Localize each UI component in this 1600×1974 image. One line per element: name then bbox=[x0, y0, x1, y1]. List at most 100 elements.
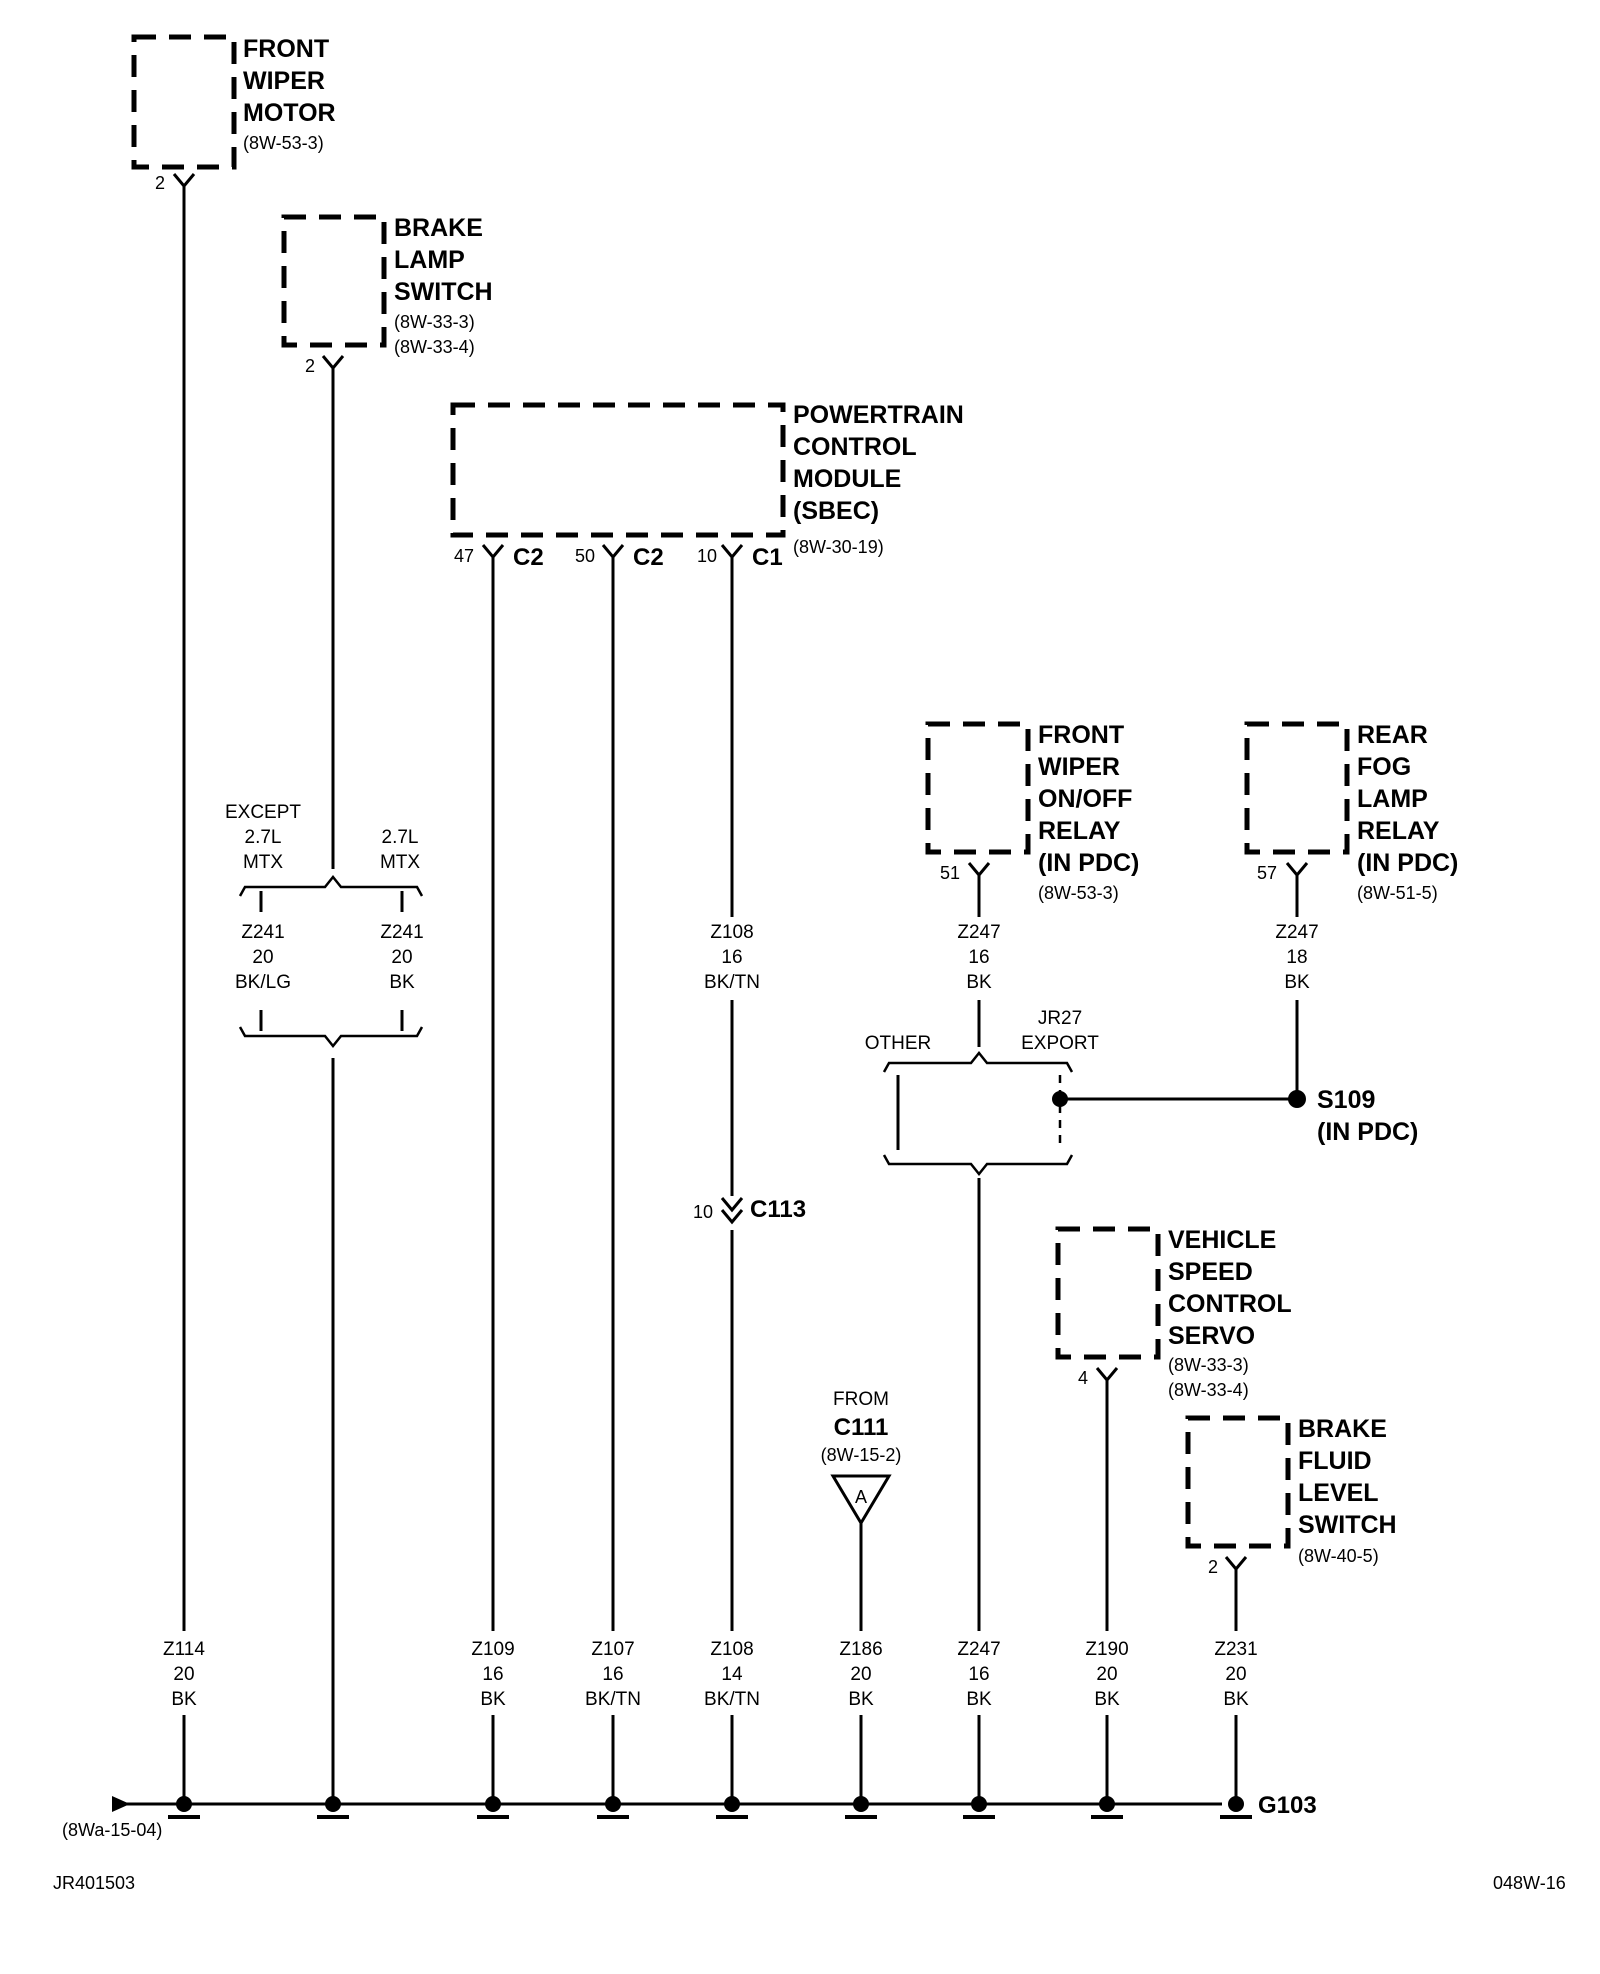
bottom-label-z108: Z108 14 BK/TN bbox=[704, 1639, 760, 1710]
bottom-z231-gauge: 20 bbox=[1225, 1664, 1246, 1685]
pcm-pin-10: 10 bbox=[697, 546, 717, 566]
ground-point-z109 bbox=[477, 1796, 509, 1819]
brake-lamp-switch-label-3: SWITCH bbox=[394, 278, 493, 306]
brake-fluid-switch-pin-symbol bbox=[1224, 1556, 1248, 1577]
brake-lamp-switch-box bbox=[281, 214, 387, 348]
speed-servo-label-3: CONTROL bbox=[1168, 1290, 1292, 1318]
bottom-label-z247: Z247 16 BK bbox=[957, 1639, 1000, 1710]
ground-point-z108 bbox=[716, 1796, 748, 1819]
bottom-z114-color: BK bbox=[171, 1689, 197, 1710]
opt-except-line3: MTX bbox=[243, 852, 283, 873]
opt-27l-line1: 2.7L bbox=[382, 827, 419, 848]
speed-servo-label-2: SPEED bbox=[1168, 1258, 1253, 1286]
ground-point-z114 bbox=[168, 1796, 200, 1819]
bottom-z247-gauge: 16 bbox=[968, 1664, 989, 1685]
pcm-pin-50: 50 bbox=[575, 546, 595, 566]
front-wiper-motor-box bbox=[131, 34, 237, 170]
rear-fog-relay-box bbox=[1244, 721, 1350, 855]
rear-fog-relay-label-4: RELAY bbox=[1357, 817, 1440, 845]
rear-fog-relay-pin-symbol bbox=[1285, 862, 1309, 883]
pcm-conn-c2-a: C2 bbox=[513, 544, 544, 571]
rear-fog-relay-ref: (8W-51-5) bbox=[1357, 883, 1438, 903]
bottom-wire-labels: Z114 20 BK Z109 16 BK Z107 16 BK/TN Z108… bbox=[163, 1639, 1258, 1710]
front-wiper-motor-pin-symbol bbox=[172, 173, 196, 195]
pcm-pin-47-symbol bbox=[481, 544, 505, 566]
ground-point-z107 bbox=[597, 1796, 629, 1819]
footer-left-id: JR401503 bbox=[53, 1873, 135, 1893]
brake-lamp-switch-label-1: BRAKE bbox=[394, 214, 483, 242]
opt-jr27: JR27 bbox=[1038, 1008, 1082, 1029]
front-wiper-relay-label-5: (IN PDC) bbox=[1038, 849, 1139, 877]
ground-point-brake bbox=[317, 1796, 349, 1819]
bottom-z108-code: Z108 bbox=[710, 1639, 753, 1660]
bottom-z190-color: BK bbox=[1094, 1689, 1120, 1710]
bottom-label-z107: Z107 16 BK/TN bbox=[585, 1639, 641, 1710]
z247-relay-gauge: 16 bbox=[968, 947, 989, 968]
front-wiper-relay-label-1: FRONT bbox=[1038, 721, 1124, 749]
z241-left-gauge: 20 bbox=[252, 947, 273, 968]
bottom-z186-color: BK bbox=[848, 1689, 874, 1710]
bottom-z190-gauge: 20 bbox=[1096, 1664, 1117, 1685]
brake-fluid-switch-label-1: BRAKE bbox=[1298, 1415, 1387, 1443]
pcm-pin-50-symbol bbox=[601, 544, 625, 566]
front-wiper-relay: FRONT WIPER ON/OFF RELAY (IN PDC) (8W-53… bbox=[925, 721, 1139, 903]
brake-fluid-switch-label-3: LEVEL bbox=[1298, 1479, 1379, 1507]
opt-other: OTHER bbox=[865, 1033, 932, 1054]
speed-servo-pin: 4 bbox=[1078, 1368, 1088, 1388]
bottom-z231-code: Z231 bbox=[1214, 1639, 1257, 1660]
c111-letter: A bbox=[855, 1487, 867, 1507]
brake-fluid-switch-pin: 2 bbox=[1208, 1557, 1218, 1577]
z108-mid-label: Z108 16 BK/TN bbox=[704, 922, 760, 993]
c113-pin: 10 bbox=[693, 1202, 713, 1222]
bottom-label-z186: Z186 20 BK bbox=[839, 1639, 882, 1710]
brake-fluid-switch-ref: (8W-40-5) bbox=[1298, 1546, 1379, 1566]
pcm-label-1: POWERTRAIN bbox=[793, 401, 964, 429]
opt-export: EXPORT bbox=[1021, 1033, 1099, 1054]
bottom-label-z190: Z190 20 BK bbox=[1085, 1639, 1128, 1710]
ground-point-g103 bbox=[1220, 1796, 1252, 1819]
c113-name: C113 bbox=[750, 1196, 806, 1223]
s109-name: S109 bbox=[1317, 1086, 1375, 1114]
bottom-z247-color: BK bbox=[966, 1689, 992, 1710]
front-wiper-relay-box bbox=[925, 721, 1031, 855]
bottom-z109-color: BK bbox=[480, 1689, 506, 1710]
from-c111-reference: FROM C111 (8W-15-2) A bbox=[821, 1389, 901, 1526]
speed-servo-pin-symbol bbox=[1095, 1367, 1119, 1388]
front-wiper-motor-pin: 2 bbox=[155, 173, 165, 193]
pcm-label-3: MODULE bbox=[793, 465, 901, 493]
front-wiper-motor-label-1: FRONT bbox=[243, 35, 329, 63]
powertrain-control-module: POWERTRAIN CONTROL MODULE (SBEC) (8W-30-… bbox=[450, 401, 964, 571]
opt-except-line2: 2.7L bbox=[245, 827, 282, 848]
brake-option-brace-bottom bbox=[238, 1026, 424, 1049]
brake-fluid-switch-label-2: FLUID bbox=[1298, 1447, 1372, 1475]
footer-right-id: 048W-16 bbox=[1493, 1873, 1566, 1893]
z247-fog-mid-label: Z247 18 BK bbox=[1275, 922, 1318, 993]
ground-point-z186 bbox=[845, 1796, 877, 1819]
z241-left-code: Z241 bbox=[241, 922, 284, 943]
bottom-z107-code: Z107 bbox=[591, 1639, 634, 1660]
z108-mid-color: BK/TN bbox=[704, 972, 760, 993]
brake-lamp-switch: BRAKE LAMP SWITCH (8W-33-3) (8W-33-4) 2 bbox=[281, 214, 493, 376]
z247-relay-code: Z247 bbox=[957, 922, 1000, 943]
bottom-z108-color: BK/TN bbox=[704, 1689, 760, 1710]
wires bbox=[112, 195, 1299, 1806]
z241-right-code: Z241 bbox=[380, 922, 423, 943]
c111-triangle bbox=[830, 1474, 892, 1526]
front-wiper-motor-label-3: MOTOR bbox=[243, 99, 336, 127]
bottom-z190-code: Z190 bbox=[1085, 1639, 1128, 1660]
rear-fog-relay-label-2: FOG bbox=[1357, 753, 1411, 781]
brake-lamp-switch-pin-symbol bbox=[321, 355, 345, 376]
vehicle-speed-control-servo: VEHICLE SPEED CONTROL SERVO (8W-33-3) (8… bbox=[1055, 1226, 1292, 1400]
z241-left-color: BK/LG bbox=[235, 972, 291, 993]
splice-s109: S109 (IN PDC) bbox=[1288, 1086, 1418, 1146]
bottom-z107-color: BK/TN bbox=[585, 1689, 641, 1710]
s109-dot bbox=[1288, 1090, 1306, 1108]
rear-fog-relay-label-3: LAMP bbox=[1357, 785, 1428, 813]
wiper-option-block: OTHER JR27 EXPORT bbox=[865, 1008, 1099, 1177]
front-wiper-relay-label-3: ON/OFF bbox=[1038, 785, 1132, 813]
pcm-label-4: (SBEC) bbox=[793, 497, 879, 525]
ground-point-z190 bbox=[1091, 1796, 1123, 1819]
z247-fog-color: BK bbox=[1284, 972, 1310, 993]
speed-servo-label-4: SERVO bbox=[1168, 1322, 1255, 1350]
